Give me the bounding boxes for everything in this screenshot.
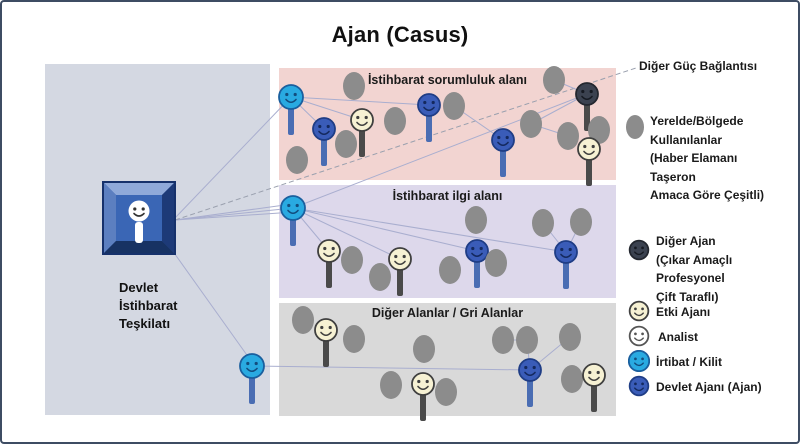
liaison-icon bbox=[628, 350, 650, 372]
agent-figure-dark bbox=[628, 239, 650, 261]
agent-figure-influence bbox=[628, 300, 650, 322]
state-agent-icon bbox=[628, 375, 650, 397]
org-label: Devlet İstihbarat Teşkilatı bbox=[119, 280, 178, 332]
legend-label-analyst: Analist bbox=[658, 330, 699, 344]
legend-label-liaison: İrtibat / Kilit bbox=[656, 355, 722, 369]
org-box-icon bbox=[102, 181, 176, 255]
asset-oval bbox=[626, 115, 644, 139]
legend-label-state-agent: Devlet Ajanı (Ajan) bbox=[656, 380, 762, 394]
zone-title-responsibility: İstihbarat sorumluluk alanı bbox=[367, 73, 528, 87]
legend-label-other-agent: Diğer Ajan (Çıkar Amaçlı Profesyonel Çif… bbox=[656, 234, 733, 304]
legend-label-influence-agent: Etki Ajanı bbox=[656, 305, 711, 319]
power-connection-label: Diğer Güç Bağlantısı bbox=[639, 59, 758, 73]
diagram-title: Ajan (Casus) bbox=[331, 22, 469, 47]
agent-figure-state bbox=[628, 375, 650, 397]
legend-label-local-assets: Yerelde/Bölgede Kullanılanlar (Haber Ela… bbox=[650, 114, 765, 202]
agent-figure-liaison bbox=[628, 350, 650, 372]
local-asset-icon bbox=[626, 115, 644, 139]
zone-title-gray-areas: Diğer Alanlar / Gri Alanlar bbox=[371, 306, 524, 320]
zone-title-interest: İstihbarat ilgi alanı bbox=[392, 189, 503, 203]
influence-agent-icon bbox=[628, 300, 650, 322]
agent-figure-analyst bbox=[628, 325, 650, 347]
other-agent-icon bbox=[628, 239, 650, 261]
org-agent-figure bbox=[128, 200, 150, 243]
analyst-icon bbox=[628, 325, 650, 347]
